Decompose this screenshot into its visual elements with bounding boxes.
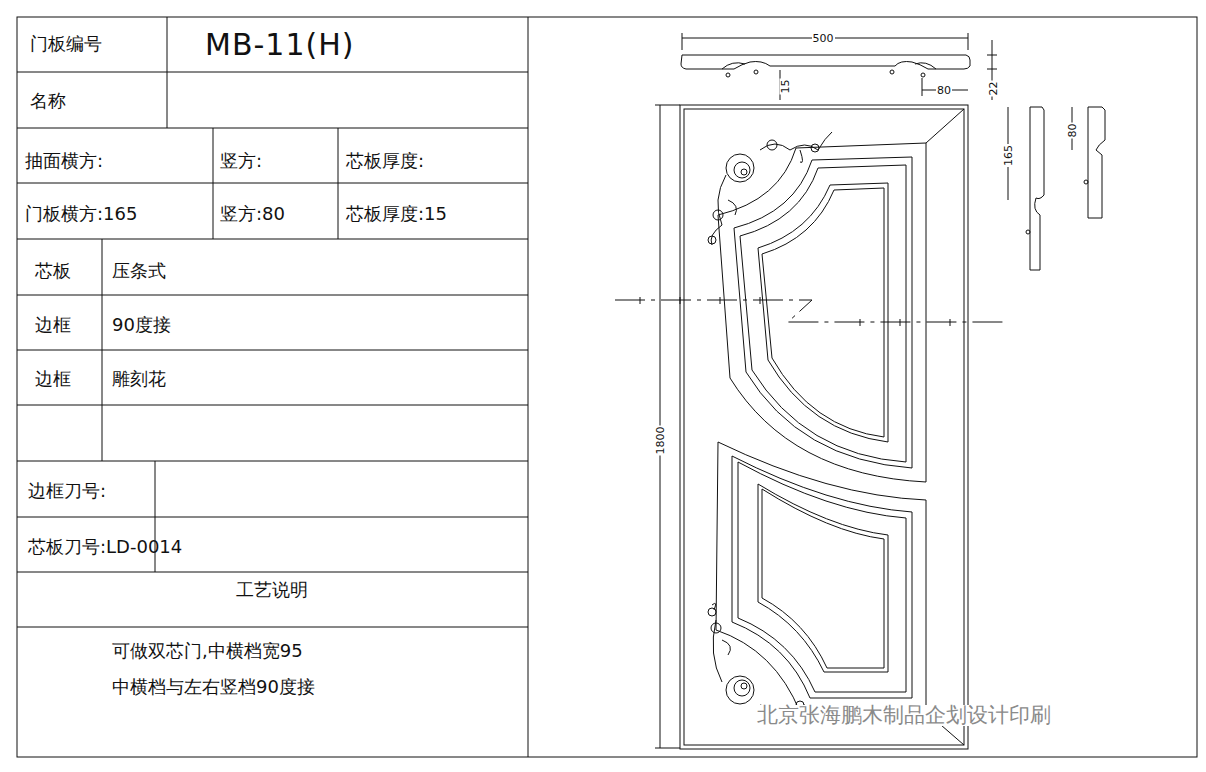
table-cell: MB-11(H) [205,30,354,60]
table-cell: 芯板厚度:15 [346,205,447,223]
break-line [615,297,1005,326]
watermark: 北京张海鹏木制品企划设计印刷 [755,705,1053,726]
table-cell: 门板编号 [30,35,102,53]
table-cell: 可做双芯门,中横档宽95 [112,642,303,660]
table-cell: 芯板厚度: [346,152,424,170]
table-cell: 门板横方:165 [25,205,137,223]
door [655,105,968,749]
table-cell: 压条式 [112,262,166,280]
table-cell: 90度接 [112,316,171,334]
dimension: 80 [936,85,952,96]
dimension: 80 [1067,122,1078,138]
dimension: 165 [1003,144,1014,167]
table-cell: 名称 [30,92,66,110]
table-cell: 边框 [35,316,71,334]
table-cell: 芯板 [35,262,71,280]
carving [708,132,832,709]
table-cell: 竖方:80 [220,205,285,223]
dimension: 15 [780,78,791,94]
table-cell: 竖方: [220,152,262,170]
frame [17,17,1197,757]
table-cell: 抽面横方: [25,152,103,170]
dimension: 22 [988,80,999,96]
table-cell: 中横档与左右竖档90度接 [112,678,315,696]
table-grid [17,17,528,757]
side-sections [1008,107,1105,270]
table-cell: 工艺说明 [236,581,308,599]
table-cell: 边框刀号: [28,482,106,500]
dimension: 1800 [655,425,666,455]
top-section [681,33,997,100]
table-cell: 边框 [35,370,71,388]
table-cell: 雕刻花 [112,370,166,388]
dimension: 500 [812,33,835,44]
table-cell: 芯板刀号:LD-0014 [28,538,182,556]
